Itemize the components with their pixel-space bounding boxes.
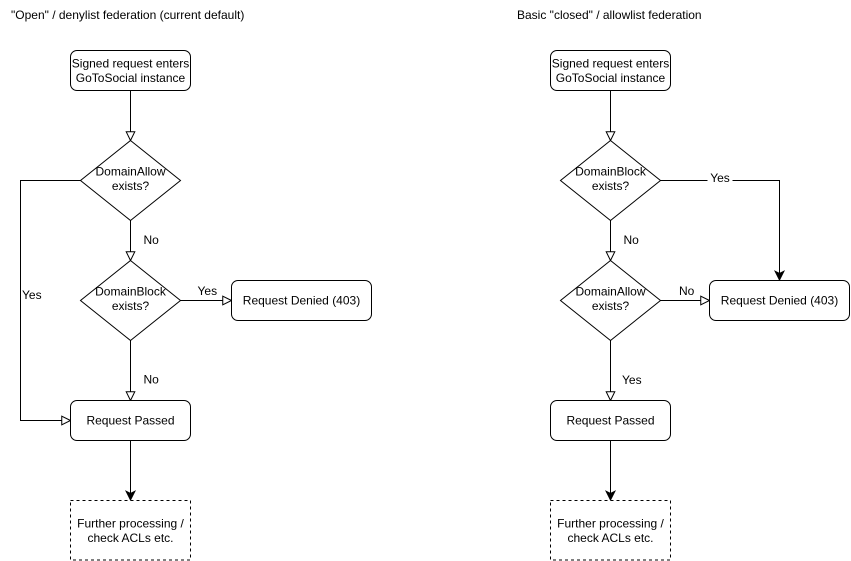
svg-text:GoToSocial instance: GoToSocial instance (556, 71, 666, 85)
svg-text:exists?: exists? (112, 179, 150, 193)
svg-text:"Open" / denylist federation (: "Open" / denylist federation (current de… (11, 8, 244, 22)
svg-text:GoToSocial instance: GoToSocial instance (76, 71, 186, 85)
svg-text:Further processing /: Further processing / (557, 517, 664, 531)
svg-text:Yes: Yes (22, 288, 42, 302)
svg-text:Basic "closed" / allowlist fed: Basic "closed" / allowlist federation (517, 8, 702, 22)
svg-text:Request Denied (403): Request Denied (403) (721, 294, 838, 308)
svg-text:check ACLs etc.: check ACLs etc. (87, 531, 173, 545)
svg-text:Yes: Yes (622, 373, 642, 387)
svg-text:Signed request enters: Signed request enters (552, 57, 669, 71)
svg-text:Request Denied (403): Request Denied (403) (243, 294, 360, 308)
svg-text:DomainAllow: DomainAllow (95, 165, 165, 179)
svg-text:No: No (144, 373, 160, 387)
svg-text:Further processing /: Further processing / (77, 517, 184, 531)
svg-text:Yes: Yes (198, 284, 218, 298)
svg-text:DomainBlock: DomainBlock (95, 285, 167, 299)
svg-text:Yes: Yes (710, 171, 730, 185)
svg-text:check ACLs etc.: check ACLs etc. (567, 531, 653, 545)
svg-text:exists?: exists? (112, 299, 150, 313)
svg-text:exists?: exists? (592, 179, 630, 193)
svg-text:Request Passed: Request Passed (566, 414, 654, 428)
svg-text:Signed request enters: Signed request enters (72, 57, 189, 71)
svg-text:No: No (679, 284, 695, 298)
svg-text:DomainAllow: DomainAllow (575, 285, 645, 299)
svg-text:exists?: exists? (592, 299, 630, 313)
svg-text:No: No (624, 233, 640, 247)
svg-text:DomainBlock: DomainBlock (575, 165, 647, 179)
svg-text:No: No (144, 233, 160, 247)
svg-text:Request Passed: Request Passed (86, 414, 174, 428)
